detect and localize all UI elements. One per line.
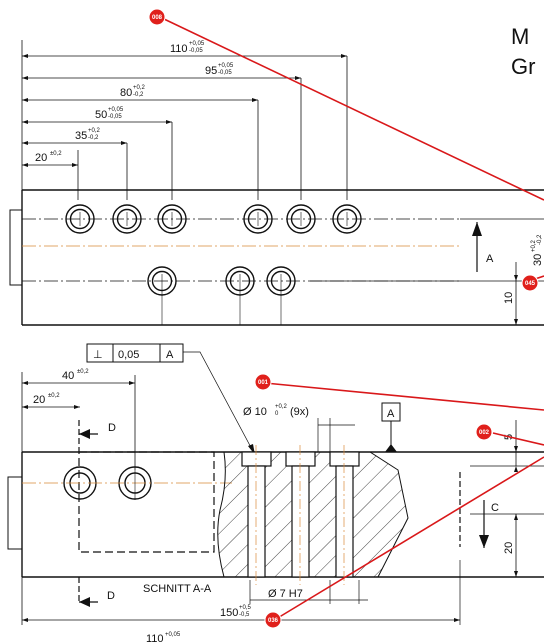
svg-text:008: 008: [152, 15, 163, 21]
svg-text:20: 20: [503, 542, 515, 554]
svg-text:+0,05: +0,05: [218, 63, 234, 69]
balloon-036[interactable]: 036: [264, 611, 282, 629]
svg-text:002: 002: [479, 430, 490, 436]
section-arrow-a: A: [472, 222, 494, 272]
top-dim-50: 50 +0,05 -0,05: [95, 107, 124, 121]
svg-text:C: C: [491, 502, 499, 514]
svg-text:+0,5: +0,5: [239, 605, 252, 611]
balloon-008[interactable]: 008: [148, 8, 166, 26]
section-dim-110: 110 +0,05: [146, 632, 181, 642]
header-line-2: Gr: [511, 54, 535, 79]
top-view-dimensions: [21, 40, 348, 200]
svg-text:±0,2: ±0,2: [77, 369, 89, 375]
svg-text:+0,2: +0,2: [531, 239, 537, 252]
section-label: SCHNITT A-A: [143, 583, 212, 595]
svg-text:+0,2: +0,2: [88, 128, 101, 134]
svg-text:50: 50: [95, 109, 107, 121]
top-view-holes: [65, 204, 362, 296]
svg-text:35: 35: [75, 130, 87, 142]
svg-text:20: 20: [35, 152, 47, 164]
gdt-symbol: ⊥: [93, 349, 103, 361]
hatched-section: [217, 451, 409, 578]
top-view-plate: [9, 189, 544, 326]
svg-text:-0,05: -0,05: [218, 70, 232, 76]
svg-text:110: 110: [146, 633, 164, 642]
gdt-datum: A: [166, 349, 174, 361]
svg-text:045: 045: [525, 281, 536, 287]
top-view-centerlines: [22, 218, 544, 282]
svg-text:110: 110: [170, 43, 188, 55]
top-dim-35: 35 +0,2 -0,2: [75, 128, 101, 142]
top-dim-20: 20 ±0,2: [35, 151, 62, 164]
gdt-frame: ⊥ 0,05 A: [86, 343, 256, 456]
svg-text:+0,2: +0,2: [275, 404, 288, 410]
top-view-hole-crosses: [79, 212, 348, 325]
balloon-045[interactable]: 045: [521, 274, 539, 292]
svg-text:10: 10: [503, 292, 515, 304]
svg-text:40: 40: [62, 370, 74, 382]
svg-text:80: 80: [120, 87, 132, 99]
gdt-tolerance: 0,05: [118, 349, 139, 361]
svg-text:A: A: [387, 408, 395, 420]
top-dim-110: 110 +0,05 -0,05: [170, 41, 205, 55]
svg-text:001: 001: [258, 380, 269, 386]
svg-text:-0,2: -0,2: [537, 234, 543, 245]
svg-text:+0,05: +0,05: [165, 632, 181, 638]
right-dim-30: 30 +0,2 -0,2: [531, 234, 544, 266]
section-dim-40: 40 ±0,2: [22, 369, 136, 470]
marker-c: C: [459, 472, 499, 548]
svg-text:150: 150: [220, 607, 238, 619]
svg-text:-0,5: -0,5: [239, 612, 250, 618]
svg-text:+0,05: +0,05: [108, 107, 124, 113]
marker-d-top: D: [78, 420, 116, 452]
svg-text:30: 30: [532, 254, 544, 266]
svg-text:95: 95: [205, 65, 217, 77]
hidden-pocket: [78, 451, 215, 553]
svg-text:±0,2: ±0,2: [48, 393, 60, 399]
hole-fit-d7: Ø 7 H7: [249, 580, 368, 604]
svg-text:+0,05: +0,05: [189, 41, 205, 47]
marker-d-bottom: D: [78, 577, 115, 607]
balloon-001[interactable]: 001: [254, 373, 272, 391]
top-view-arrowheads: [22, 54, 347, 167]
top-dim-80: 80 +0,2 -0,2: [120, 85, 146, 99]
counterbores: [241, 451, 360, 578]
svg-text:D: D: [107, 590, 115, 602]
svg-text:036: 036: [268, 618, 279, 624]
svg-text:D: D: [108, 422, 116, 434]
section-dim-20: 20 ±0,2: [22, 393, 80, 409]
bore-centerlines: [255, 445, 345, 585]
svg-text:+0,2: +0,2: [133, 85, 146, 91]
svg-text:(9x): (9x): [290, 406, 309, 418]
top-dim-95: 95 +0,05 -0,05: [205, 63, 234, 77]
right-dim-10: 10: [503, 262, 518, 325]
inspection-leaders: [163, 18, 544, 620]
svg-text:-0,2: -0,2: [88, 135, 99, 141]
svg-text:-0,05: -0,05: [108, 114, 122, 120]
header-line-1: M: [511, 24, 529, 49]
hole-callout-d10: Ø 10 +0,2 0 (9x): [243, 404, 355, 452]
svg-text:-0,05: -0,05: [189, 48, 203, 54]
section-dim-150: 150 +0,5 -0,5: [22, 560, 461, 625]
datum-a: A: [381, 402, 401, 452]
svg-text:Ø 10: Ø 10: [243, 406, 267, 418]
svg-text:-0,2: -0,2: [133, 92, 144, 98]
svg-text:Ø 7 H7: Ø 7 H7: [268, 588, 303, 600]
svg-text:±0,2: ±0,2: [50, 151, 62, 157]
svg-text:0: 0: [275, 411, 279, 417]
svg-text:A: A: [486, 253, 494, 265]
balloon-002[interactable]: 002: [475, 423, 493, 441]
section-dim-20-vert: 20: [470, 513, 544, 577]
svg-text:20: 20: [33, 394, 45, 406]
